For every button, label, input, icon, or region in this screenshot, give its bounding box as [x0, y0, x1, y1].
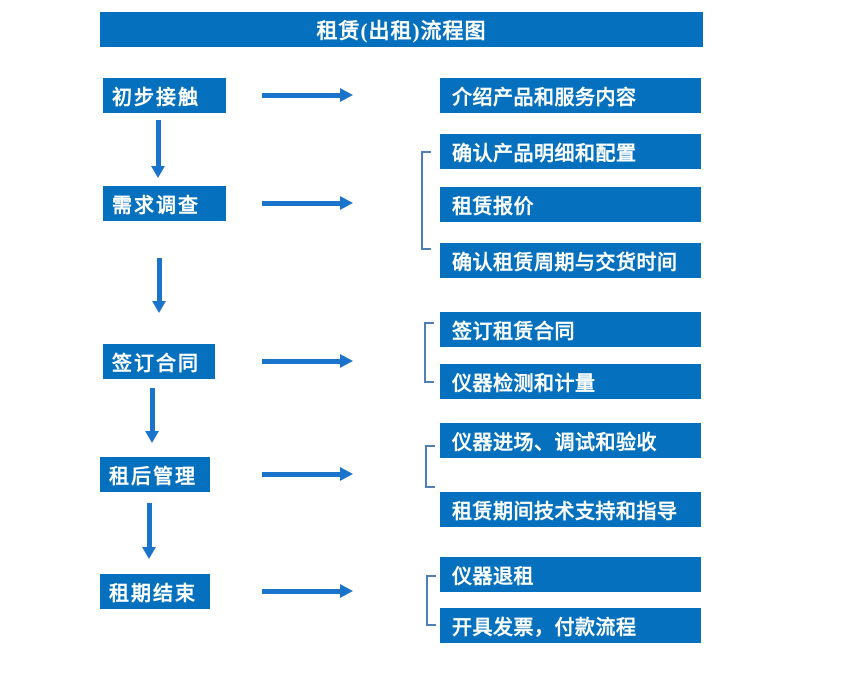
- stage-box-demand-survey: 需求调查: [103, 186, 226, 221]
- output-box-introduce-products: 介绍产品和服务内容: [440, 78, 701, 113]
- stage-box-post-rental-mgmt: 租后管理: [100, 457, 210, 492]
- stage-box-rental-end: 租期结束: [100, 574, 210, 609]
- output-box-sign-rental-contract: 签订租赁合同: [440, 312, 701, 347]
- output-box-invoice-payment: 开具发票，付款流程: [440, 608, 701, 643]
- output-box-tech-support: 租赁期间技术支持和指导: [440, 492, 701, 527]
- bracket-group-rental-end: [426, 575, 436, 626]
- bracket-group-demand-survey: [421, 151, 431, 250]
- output-box-rental-quote: 租赁报价: [440, 187, 701, 222]
- output-box-instrument-return: 仪器退租: [440, 557, 701, 592]
- output-box-confirm-details: 确认产品明细和配置: [440, 134, 701, 169]
- stage-box-sign-contract: 签订合同: [103, 344, 215, 379]
- output-box-instrument-setup: 仪器进场、调试和验收: [440, 423, 701, 458]
- bracket-group-post-rental-mgmt: [425, 445, 435, 488]
- output-box-instrument-testing: 仪器检测和计量: [440, 364, 701, 399]
- diagram-title: 租赁(出租)流程图: [100, 12, 703, 47]
- output-box-confirm-period: 确认租赁周期与交货时间: [440, 243, 701, 278]
- stage-box-initial-contact: 初步接触: [103, 78, 226, 113]
- bracket-group-sign-contract: [424, 322, 434, 383]
